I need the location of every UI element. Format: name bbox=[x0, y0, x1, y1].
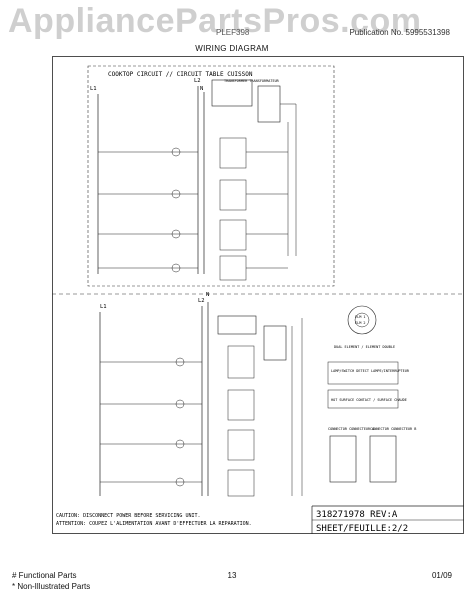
watermark: AppliancePartsPros.com bbox=[8, 2, 422, 40]
top-circuit-row-2 bbox=[98, 179, 288, 211]
functional-parts-note: # Functional Parts bbox=[12, 571, 77, 580]
bottom-circuit-row-3 bbox=[100, 429, 255, 461]
connector-a bbox=[329, 435, 357, 483]
bottom-circuit-row-2 bbox=[100, 389, 255, 421]
connector-b-label: CONNECTOR CONNECTEUR B bbox=[370, 427, 416, 431]
bottom-terminal-block bbox=[263, 325, 287, 361]
page-number: 13 bbox=[227, 571, 237, 580]
page-title: WIRING DIAGRAM bbox=[195, 44, 269, 53]
bottom-l2-label: L2 bbox=[198, 298, 205, 304]
top-circuit-row-3 bbox=[98, 219, 288, 251]
wiring-diagram: COOKTOP CIRCUIT // CIRCUIT TABLE CUISSON… bbox=[52, 56, 464, 534]
lamp-legend-label: LAMP/SWITCH DETECT LAMPE/INTERRUPTEUR bbox=[331, 369, 410, 373]
non-illustrated-parts-note: * Non-Illustrated Parts bbox=[12, 582, 91, 591]
top-l1-label: L1 bbox=[90, 86, 97, 92]
connector-b bbox=[369, 435, 397, 483]
top-l2-label: L2 bbox=[194, 78, 201, 84]
top-panel-frame bbox=[87, 65, 335, 287]
publication-number: Publication No. 5995531398 bbox=[349, 28, 450, 37]
dual-element-inner bbox=[354, 312, 370, 328]
model-number: PLEF398 bbox=[216, 28, 250, 37]
dual-element-label: DUAL ELEMENT / ELEMENT DOUBLE bbox=[334, 345, 395, 349]
bottom-l1-label: L1 bbox=[100, 304, 107, 310]
top-circuit-row-1 bbox=[98, 137, 288, 169]
diagram-frame bbox=[52, 56, 464, 534]
document-number: 318271978 REV:A bbox=[316, 510, 398, 520]
top-terminal-block bbox=[257, 85, 281, 123]
caution-english: CAUTION: DISCONNECT POWER BEFORE SERVICI… bbox=[56, 513, 201, 519]
hot-surface-label: HOT SURFACE CONTACT / SURFACE CHAUDE bbox=[331, 398, 407, 402]
revision-date: 01/09 bbox=[431, 571, 452, 580]
caution-french: ATTENTION: COUPEZ L'ALIMENTATION AVANT D… bbox=[56, 521, 252, 527]
sheet-number: SHEET/FEUILLE:2/2 bbox=[316, 524, 408, 534]
bottom-n-label: N bbox=[206, 292, 209, 298]
connector-a-label: CONNECTOR CONNECTEUR A bbox=[328, 427, 375, 431]
elm-1-tag: ELM 1 bbox=[355, 315, 366, 319]
top-title: COOKTOP CIRCUIT // CIRCUIT TABLE CUISSON bbox=[108, 71, 253, 78]
bottom-circuit-row-4 bbox=[100, 469, 255, 497]
bottom-transformer-box bbox=[217, 315, 257, 335]
dual-element-symbol bbox=[347, 305, 377, 335]
lamp-legend-box bbox=[327, 361, 399, 385]
top-transformer-box bbox=[211, 79, 253, 107]
elm-2-tag: ELM 2 bbox=[355, 321, 366, 325]
top-circuit-row-4 bbox=[98, 255, 288, 281]
top-n-label: N bbox=[200, 86, 203, 92]
hot-surface-box bbox=[327, 389, 399, 409]
bottom-circuit-row-1 bbox=[100, 345, 255, 379]
